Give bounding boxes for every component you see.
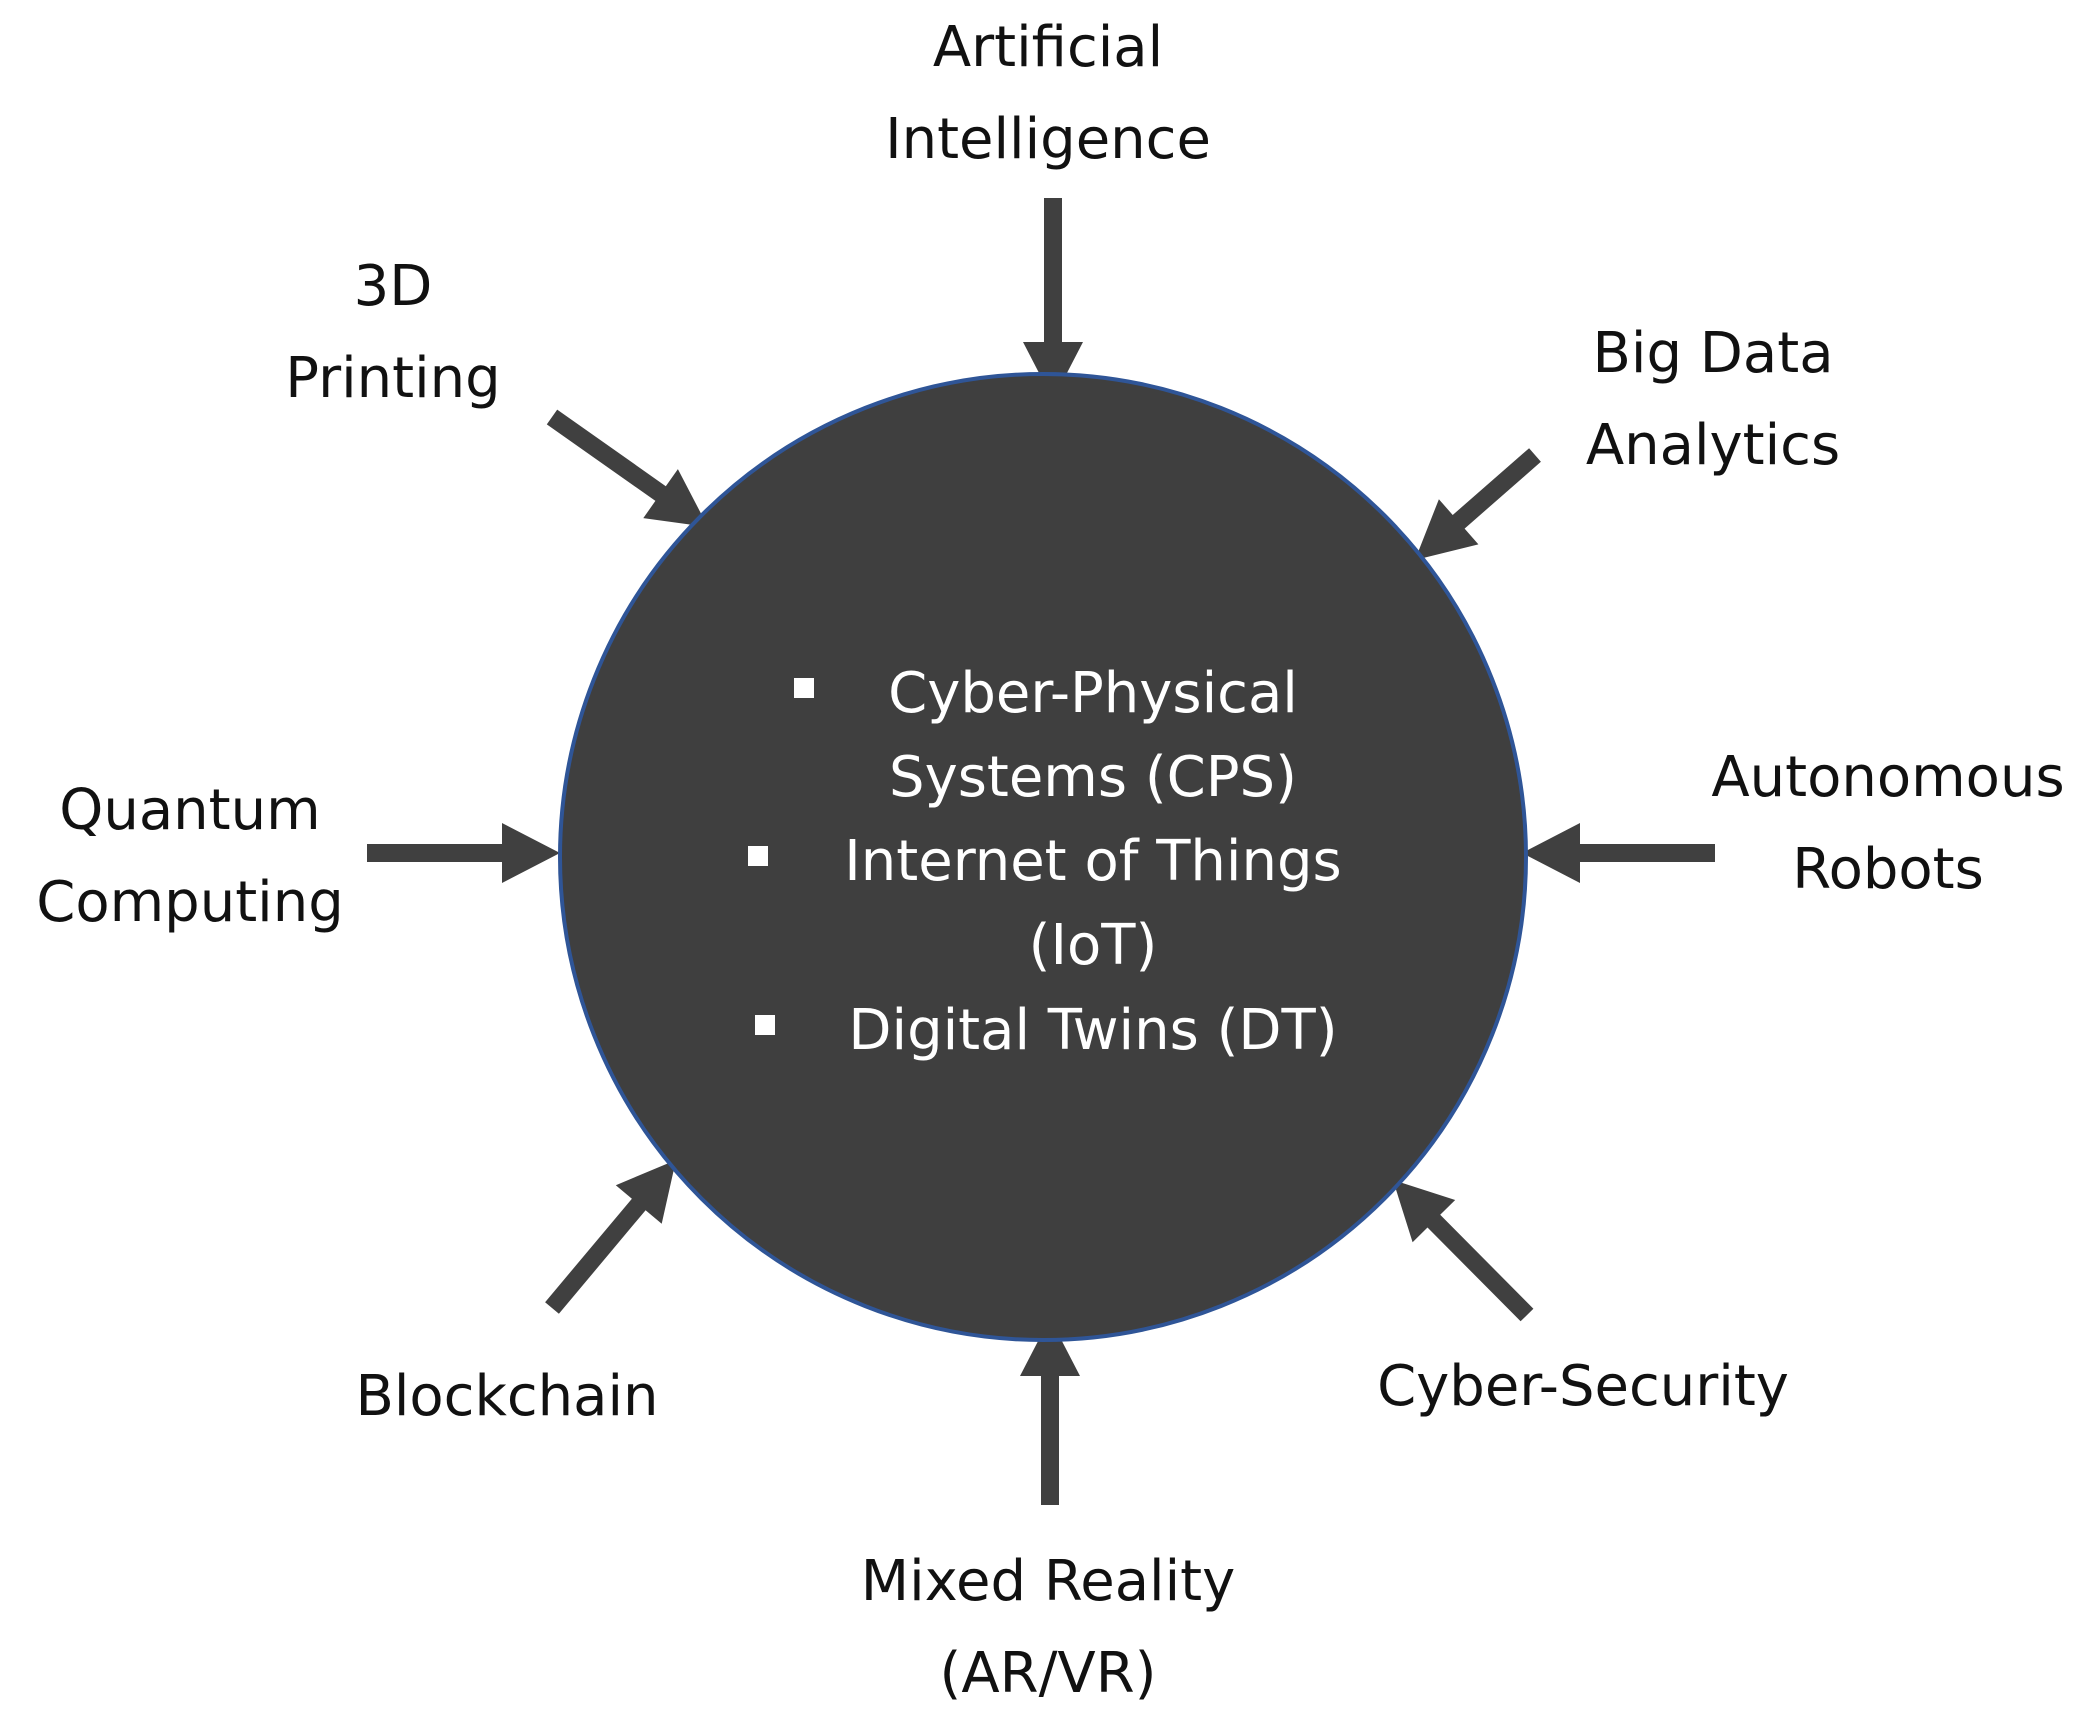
arrow-blockchain <box>545 1160 676 1314</box>
arrow-ai <box>1023 198 1083 400</box>
arrow-cyber-security <box>1393 1180 1534 1322</box>
core-item-line: Digital Twins (DT) <box>848 998 1337 1063</box>
label-cyber-security: Cyber-Security <box>1377 1354 1789 1419</box>
core-item-line: Systems (CPS) <box>889 745 1297 810</box>
label-quantum-line: Computing <box>36 870 344 935</box>
bullet-icon <box>748 846 768 866</box>
label-blockchain-line: Blockchain <box>355 1364 658 1429</box>
core-item-line: (IoT) <box>1029 913 1158 978</box>
label-big-data-line: Big Data <box>1592 321 1833 386</box>
label-big-data-line: Analytics <box>1586 413 1840 478</box>
label-cyber-security-line: Cyber-Security <box>1377 1354 1789 1419</box>
core-item: Internet of Things (IoT) <box>844 829 1341 978</box>
label-mixed-reality-line: Mixed Reality <box>861 1549 1235 1614</box>
label-ai-line: Intelligence <box>885 107 1211 172</box>
arrow-robots <box>1522 823 1715 883</box>
label-robots-line: Autonomous <box>1711 745 2064 810</box>
label-3d-printing: 3D Printing <box>285 254 500 411</box>
label-robots-line: Robots <box>1792 837 1984 902</box>
bullet-icon <box>794 678 814 698</box>
arrow-quantum <box>367 823 560 883</box>
label-ai-line: Artificial <box>933 15 1163 80</box>
bullet-icon <box>755 1015 775 1035</box>
label-3d-printing-line: Printing <box>285 346 500 411</box>
core-item-line: Internet of Things <box>844 829 1341 894</box>
core-circle <box>558 372 1528 1342</box>
arrow-big-data <box>1415 448 1541 560</box>
label-quantum-line: Quantum <box>59 778 320 843</box>
label-blockchain: Blockchain <box>355 1364 658 1429</box>
arrows-group <box>367 198 1715 1505</box>
arrow-3d-printing <box>546 409 708 527</box>
label-mixed-reality: Mixed Reality (AR/VR) <box>861 1549 1235 1706</box>
core-item: Digital Twins (DT) <box>848 998 1337 1063</box>
label-3d-printing-line: 3D <box>354 254 433 319</box>
arrow-mixed-reality <box>1020 1318 1080 1505</box>
label-mixed-reality-line: (AR/VR) <box>940 1641 1157 1706</box>
core-item-line: Cyber-Physical <box>888 661 1298 726</box>
